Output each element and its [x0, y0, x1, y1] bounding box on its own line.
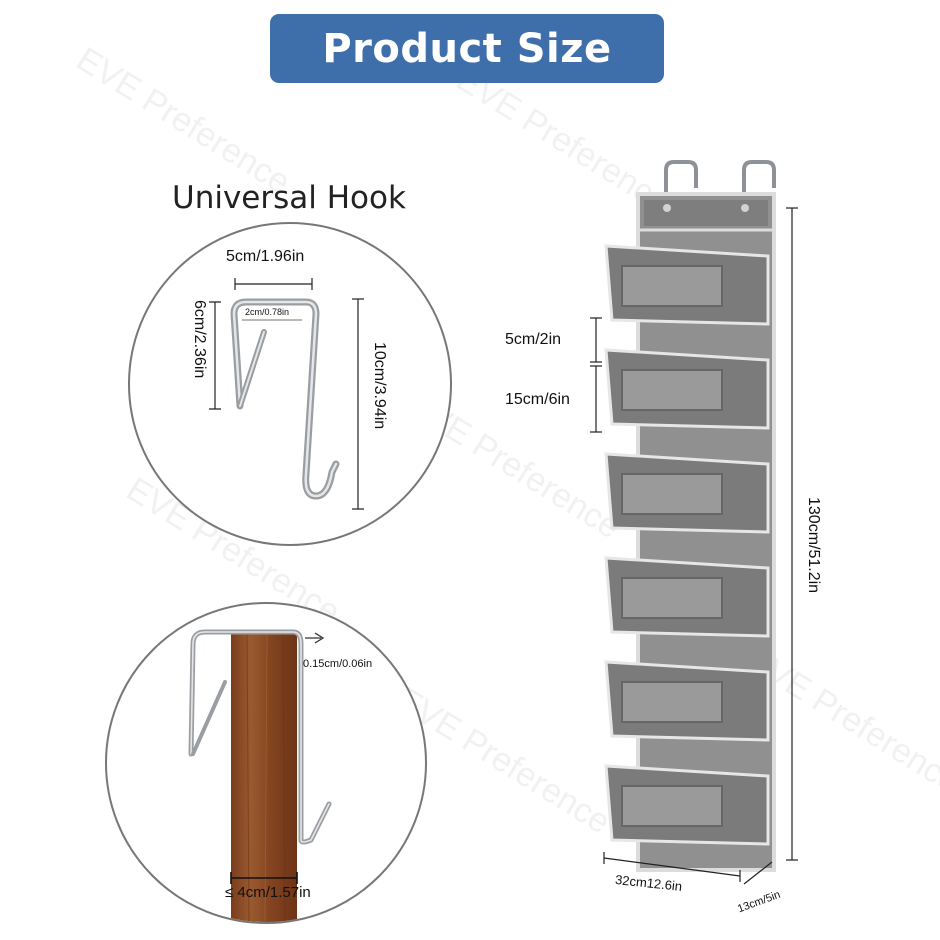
hook-title: Universal Hook	[172, 180, 406, 216]
pocket-group	[604, 244, 770, 846]
organizer-depth-label: 13cm/5in	[736, 888, 783, 916]
hook-width-label: 5cm/1.96in	[226, 248, 305, 265]
organizer-back-panel	[636, 192, 776, 872]
pocket-window	[621, 785, 723, 827]
top-hook-right	[742, 160, 776, 192]
hook-dimension-circle: 5cm/1.96in 2cm/0.78in 6cm/2.36in 10cm/3.…	[128, 222, 452, 546]
pocket-window	[621, 265, 723, 307]
pocket	[604, 244, 770, 326]
organizer-width-label: 32cm12.6in	[614, 872, 683, 894]
door-mount-diagram	[188, 629, 332, 922]
hook-short-height-label: 6cm/2.36in	[191, 300, 208, 379]
door-thickness-label: ≤ 4cm/1.57in	[225, 884, 311, 901]
pocket-height-label: 15cm/6in	[505, 391, 570, 408]
watermark: EVE Preference	[69, 40, 297, 202]
pocket	[604, 348, 770, 430]
hook-thickness-label: 0.15cm/0.06in	[303, 658, 373, 670]
pocket-window	[621, 577, 723, 619]
hook-long-height-label: 10cm/3.94in	[371, 342, 388, 430]
door-panel	[231, 632, 297, 922]
pocket	[604, 452, 770, 534]
watermark: EVE Preference	[449, 60, 677, 222]
door-mount-circle: 0.15cm/0.06in ≤ 4cm/1.57in	[105, 602, 427, 924]
title-banner: Product Size	[270, 14, 664, 83]
page-title: Product Size	[322, 25, 612, 72]
pocket-gap-label: 5cm/2in	[505, 331, 562, 348]
watermark: EVE Preference	[739, 640, 940, 802]
pocket-window	[621, 369, 723, 411]
hook-inner-width-label: 2cm/0.78in	[245, 307, 290, 317]
pocket-window	[621, 681, 723, 723]
pocket-window	[621, 473, 723, 515]
hook-diagram	[209, 278, 364, 510]
pocket	[604, 556, 770, 638]
pocket	[604, 764, 770, 846]
organizer-height-label: 130cm/51.2in	[805, 497, 822, 594]
